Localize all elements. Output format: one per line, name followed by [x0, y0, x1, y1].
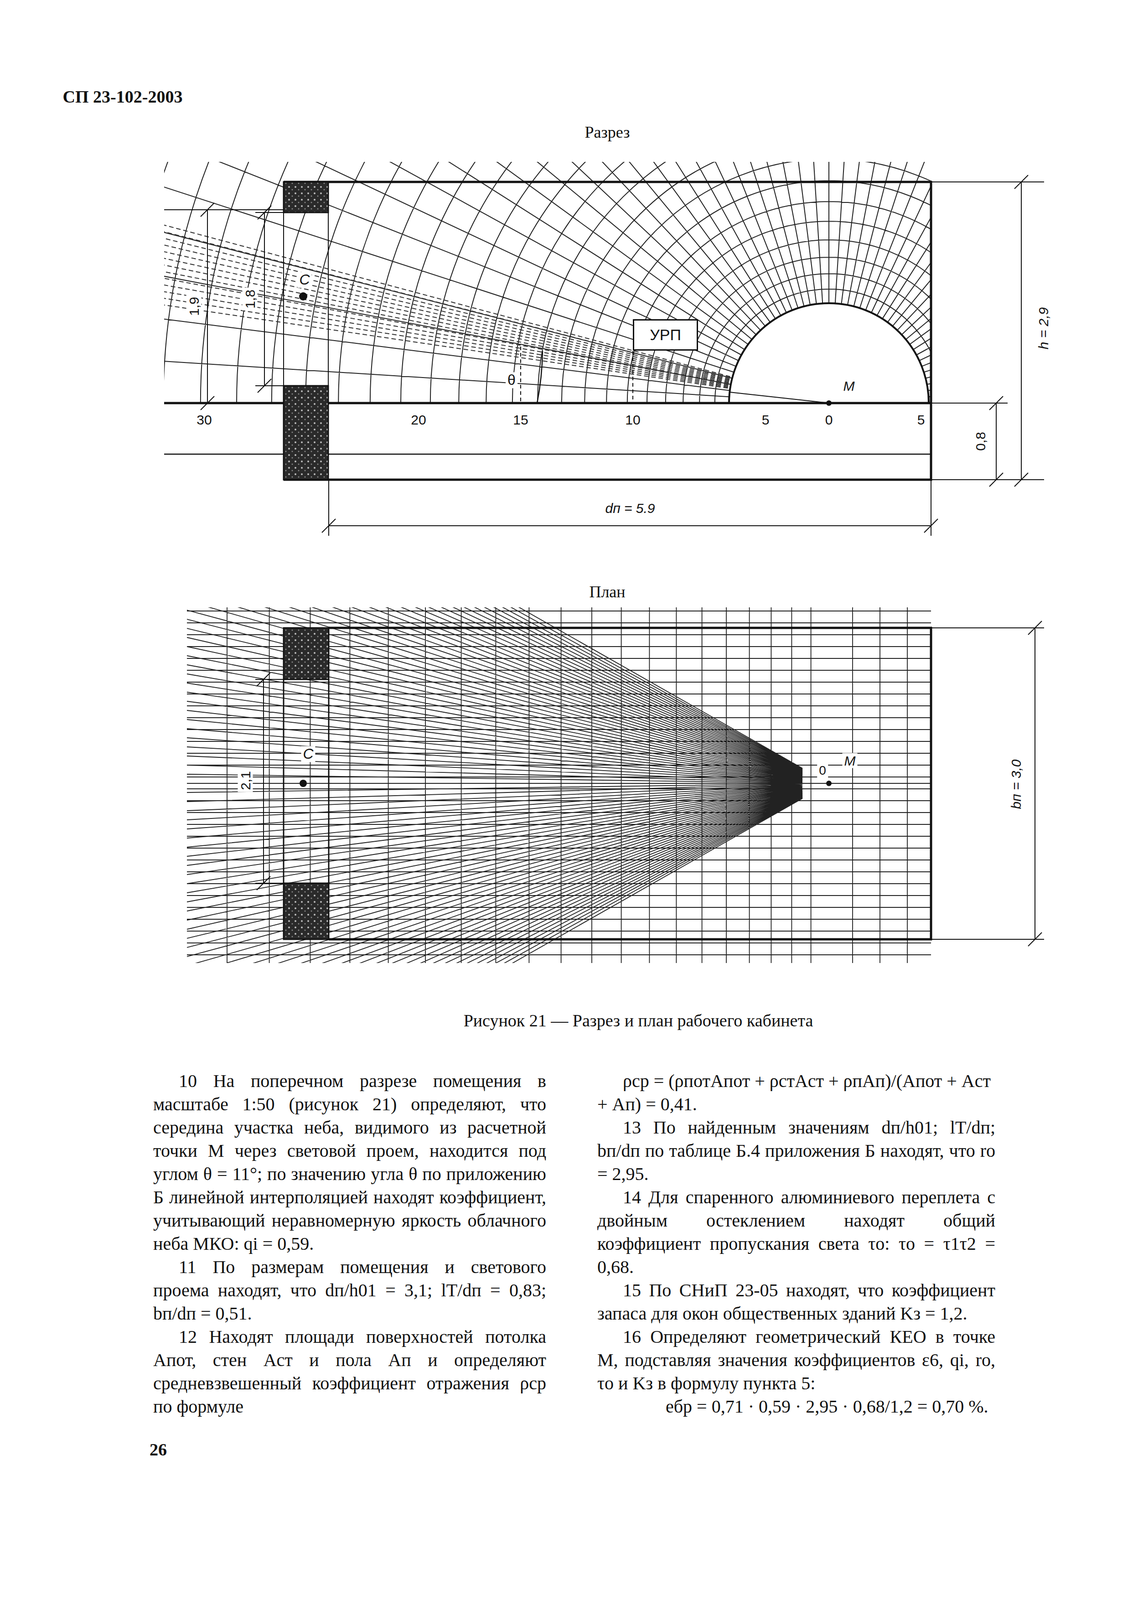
danilyuk-graph-1 [164, 161, 932, 404]
dimension-line [931, 620, 1045, 947]
formula: ρср = (ρпотAпот + ρстAст + ρпAп)/(Aпот +… [597, 1069, 996, 1116]
view-title: План [587, 583, 627, 602]
text-column: 10 На поперечном разрезе помещения в мас… [153, 1069, 547, 1418]
point-label: M [841, 378, 857, 394]
room-section-outline [164, 181, 932, 480]
graph-ray [729, 392, 829, 404]
point-c [299, 292, 308, 301]
dimension-label: h = 2,9 [1035, 305, 1051, 352]
graph-semicircle [729, 303, 929, 404]
wall-block [283, 181, 329, 213]
body-paragraph: 11 По размерам помещения и светового про… [153, 1255, 547, 1325]
danilyuk-graph-2 [186, 607, 932, 963]
dimension-line [255, 672, 284, 890]
wall-block [283, 385, 329, 480]
dimension-line [164, 202, 284, 410]
point-label: M [842, 753, 858, 769]
point-label: 0 [817, 763, 828, 778]
dimension-label: 1,8 [242, 287, 258, 311]
body-paragraph: 14 Для спаренного алюминиевого переплета… [597, 1185, 996, 1279]
room-plan-outline [328, 627, 932, 940]
point-label: C [297, 271, 312, 288]
scale-number: 30 [194, 412, 214, 428]
wall-block [283, 627, 329, 680]
view-title: Разрез [583, 123, 632, 142]
sky-view-lines [164, 225, 829, 404]
text-column: ρср = (ρпотAпот + ρстAст + ρпAп)/(Aпот +… [597, 1069, 996, 1418]
point-label: C [300, 745, 316, 762]
dimension-label: 0,8 [972, 429, 989, 453]
window-frame [283, 212, 329, 386]
dimension-label: 2,1 [237, 769, 254, 792]
floor-line [164, 453, 932, 456]
body-paragraph: 16 Определяют геометрический КЕО в точке… [597, 1324, 996, 1395]
scale-number: 20 [408, 412, 428, 428]
scale-number: 0 [823, 412, 835, 428]
point-m [826, 780, 832, 787]
wall-block [283, 883, 329, 940]
dimension-label: 1,9 [186, 294, 202, 318]
dimension-line [931, 175, 1045, 487]
dimension-label: bп = 3,0 [1008, 757, 1024, 811]
body-paragraph: 12 Находят площади поверхностей потолка … [153, 1324, 547, 1418]
scale-number: 5 [915, 412, 927, 428]
scale-number: 15 [511, 412, 530, 428]
point-c [299, 779, 307, 787]
plane-label-box: УРП [632, 319, 699, 351]
scale-number: 5 [760, 412, 772, 428]
figure-caption: Рисунок 21 — Разрез и план рабочего каби… [461, 1011, 816, 1031]
running-header: СП 23-102-2003 [61, 87, 185, 107]
window-frame [283, 679, 329, 884]
formula: eбр = 0,71 · 0,59 · 2,95 · 0,68/1,2 = 0,… [597, 1394, 996, 1418]
body-paragraph: 13 По найденным значениям dп/h01; lТ/dп;… [597, 1115, 996, 1186]
dimension-label: dп = 5.9 [603, 500, 657, 516]
body-paragraph: 15 По СНиП 23-05 находят, что коэффициен… [597, 1278, 996, 1325]
page-number: 26 [147, 1440, 169, 1460]
scale-number: 10 [623, 412, 642, 428]
guide-line [520, 346, 633, 404]
box-label: УРП [649, 325, 682, 344]
body-paragraph: 10 На поперечном разрезе помещения в мас… [153, 1069, 547, 1256]
angle-label: θ [505, 372, 518, 389]
dimension-line [321, 479, 938, 536]
angle-arc [537, 351, 543, 404]
